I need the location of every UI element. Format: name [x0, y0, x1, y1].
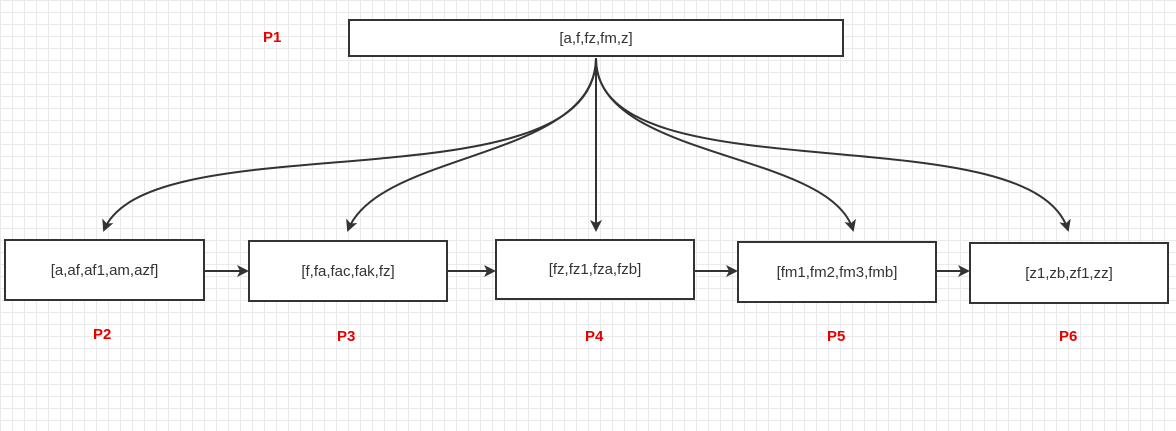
edge-p1-p3 — [346, 57, 597, 232]
node-p2-keys: [a,af,af1,am,azf] — [50, 261, 159, 279]
node-p3-keys: [f,fa,fac,fak,fz] — [301, 262, 395, 280]
edge-p1-p6 — [594, 57, 1071, 232]
node-p3[interactable]: [f,fa,fac,fak,fz] — [248, 240, 448, 302]
node-p2[interactable]: [a,af,af1,am,azf] — [4, 239, 205, 301]
node-p4[interactable]: [fz,fz1,fza,fzb] — [495, 239, 695, 300]
page-label-p5: P5 — [827, 328, 846, 345]
page-label-p6: P6 — [1059, 328, 1078, 345]
edge-p1-p5 — [594, 57, 856, 232]
node-p5-keys: [fm1,fm2,fm3,fmb] — [776, 263, 898, 281]
node-p1[interactable]: [a,f,fz,fm,z] — [348, 19, 844, 57]
page-label-p3: P3 — [337, 328, 356, 345]
node-p1-keys: [a,f,fz,fm,z] — [559, 29, 633, 47]
node-p6[interactable]: [z1,zb,zf1,zz] — [969, 242, 1169, 304]
page-label-p1: P1 — [263, 29, 282, 46]
page-label-p4: P4 — [585, 328, 604, 345]
edge-p1-p2 — [102, 57, 597, 232]
node-p6-keys: [z1,zb,zf1,zz] — [1025, 264, 1113, 282]
page-label-p2: P2 — [93, 326, 112, 343]
node-p4-keys: [fz,fz1,fza,fzb] — [548, 261, 642, 278]
node-p5[interactable]: [fm1,fm2,fm3,fmb] — [737, 241, 937, 303]
